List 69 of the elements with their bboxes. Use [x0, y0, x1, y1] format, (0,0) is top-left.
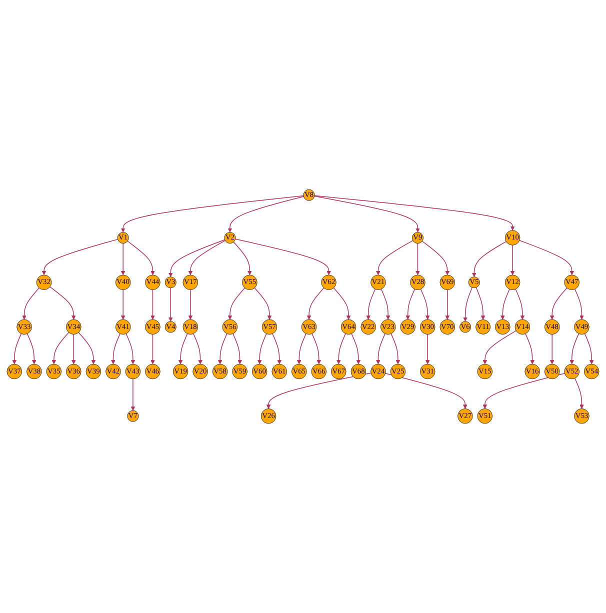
arrow	[525, 333, 534, 364]
arrow	[218, 333, 228, 364]
arrow	[574, 288, 584, 320]
arrow	[188, 289, 193, 320]
arrow	[422, 240, 450, 276]
arrow	[312, 333, 322, 364]
arrow	[228, 196, 304, 232]
arrow	[584, 333, 594, 364]
arrow	[380, 288, 390, 320]
arrow	[111, 333, 120, 364]
arrow	[228, 288, 246, 320]
arrow	[463, 287, 472, 322]
arrow	[296, 333, 306, 364]
arrow	[376, 240, 414, 276]
arrow	[333, 288, 351, 320]
arrow	[234, 238, 331, 276]
arrow	[482, 330, 516, 364]
arrow	[42, 238, 118, 276]
arrow	[50, 286, 76, 320]
arrow	[26, 333, 36, 364]
arrow	[314, 196, 420, 232]
arrow	[420, 288, 430, 320]
arrow	[72, 334, 76, 364]
arrow	[168, 239, 226, 278]
arrow	[390, 333, 400, 364]
arrow	[127, 240, 155, 276]
arrow	[336, 333, 346, 364]
arrow	[266, 372, 372, 409]
arrow	[510, 244, 515, 276]
arrow	[482, 372, 566, 409]
arrow	[366, 288, 376, 320]
arrow	[78, 332, 96, 364]
arrow	[254, 288, 272, 320]
arrow	[519, 240, 574, 276]
arrow	[416, 242, 420, 276]
arrow	[150, 289, 155, 320]
arrow	[52, 332, 70, 364]
arrow	[550, 334, 554, 364]
arrow	[314, 195, 515, 231]
arrow	[306, 288, 324, 320]
arrow	[476, 287, 486, 320]
arrow	[168, 288, 173, 322]
arrow	[233, 242, 252, 276]
arrow	[257, 333, 267, 364]
arrow	[178, 333, 188, 364]
arrow	[406, 288, 416, 320]
arrow	[500, 288, 510, 320]
arrow	[232, 333, 242, 364]
arrow	[574, 378, 584, 409]
arrow	[22, 288, 40, 320]
arrow	[515, 288, 525, 320]
arrow	[550, 288, 568, 320]
arrow	[570, 333, 580, 364]
arrow	[126, 333, 136, 364]
arrow	[120, 242, 126, 276]
arrow	[130, 378, 136, 411]
arrow	[150, 334, 155, 364]
arrow	[272, 333, 282, 364]
arrow	[120, 289, 126, 320]
arrow	[445, 289, 450, 320]
arrow	[472, 241, 507, 278]
arrow	[120, 195, 304, 232]
arrow	[193, 333, 202, 364]
arrow	[188, 240, 226, 276]
arrow	[351, 333, 361, 364]
arrow	[12, 333, 22, 364]
arrow	[376, 333, 386, 364]
arrow	[385, 372, 468, 409]
arrow	[425, 334, 430, 364]
